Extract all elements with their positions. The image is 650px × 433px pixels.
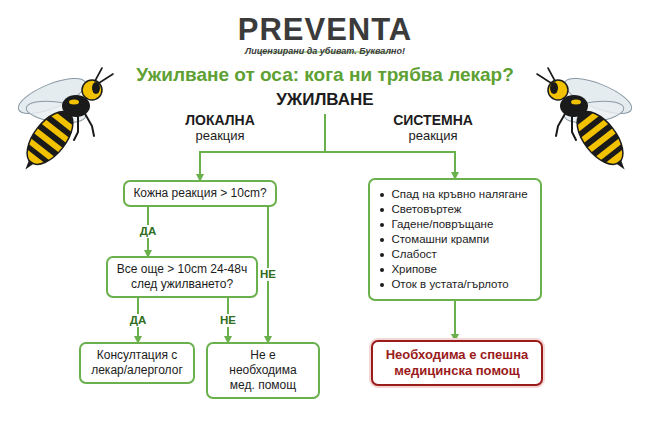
node-text: Не е необходима мед. помощ — [216, 348, 310, 393]
bullet-dot — [380, 238, 384, 242]
list-item-text: Спад на кръвно налягане — [391, 187, 527, 202]
title: Ужилване от оса: кога ни трябва лекар? — [136, 64, 514, 86]
start-label: УЖИЛВАНЕ — [276, 90, 373, 110]
list-item-text: Световъртеж — [391, 202, 461, 217]
bullet-dot — [380, 268, 384, 272]
node-text: Кожна реакция > 10cm? — [133, 186, 266, 201]
bullet-dot — [380, 208, 384, 212]
logo-wordmark: PREVENTA — [238, 12, 413, 48]
node-text: Консултация с лекар/алерголог — [89, 348, 185, 378]
list-item: Оток в устата/гърлото — [380, 277, 527, 292]
branch-heading: ЛОКАЛНА — [185, 112, 255, 128]
branch-subheading: реакция — [195, 128, 244, 143]
node-text: УЖИЛВАНЕ — [276, 90, 373, 110]
list-item-text: Слабост — [391, 247, 436, 262]
logo-tagline: Лицензирани да убиват. Буквално! — [245, 46, 405, 56]
outcome-box: Не е необходима мед. помощ — [206, 342, 320, 399]
list-item: Спад на кръвно налягане — [380, 187, 527, 202]
decision-box: Все още > 10cm 24-48ч след ужилването? — [106, 256, 258, 298]
list-item: Гадене/повръщане — [380, 217, 527, 232]
edge-label: НЕ — [218, 314, 238, 327]
list-item: Световъртеж — [380, 202, 527, 217]
list-item-text: Оток в устата/гърлото — [391, 277, 508, 292]
decision-box: Кожна реакция > 10cm? — [123, 180, 276, 207]
bullet-dot — [380, 193, 384, 197]
node-text: Необходима е спешна медицинска помощ — [381, 347, 533, 379]
emergency-box: Необходима е спешна медицинска помощ — [371, 340, 543, 386]
symptom-list-box: Спад на кръвно наляганеСветовъртежГадене… — [368, 178, 541, 301]
node-text: Все още > 10cm 24-48ч след ужилването? — [116, 262, 248, 292]
list-item-text: Хрипове — [391, 262, 437, 277]
outcome-box: Консултация с лекар/алерголог — [79, 342, 195, 384]
list-item: Стомашни крампи — [380, 232, 527, 247]
branch-subheading: реакция — [408, 128, 457, 143]
list-item: Слабост — [380, 247, 527, 262]
list-item-text: Гадене/повръщане — [391, 217, 493, 232]
edge-label: ДА — [128, 314, 149, 327]
bullet-dot — [380, 223, 384, 227]
branch-heading: СИСТЕМНА — [393, 112, 473, 128]
list-item-text: Стомашни крампи — [391, 232, 489, 247]
bullet-dot — [380, 283, 384, 287]
list-item: Хрипове — [380, 262, 527, 277]
connector-arrow — [454, 301, 456, 340]
bullet-dot — [380, 253, 384, 257]
edge-label: ДА — [138, 225, 159, 238]
edge-label: НЕ — [258, 268, 278, 281]
